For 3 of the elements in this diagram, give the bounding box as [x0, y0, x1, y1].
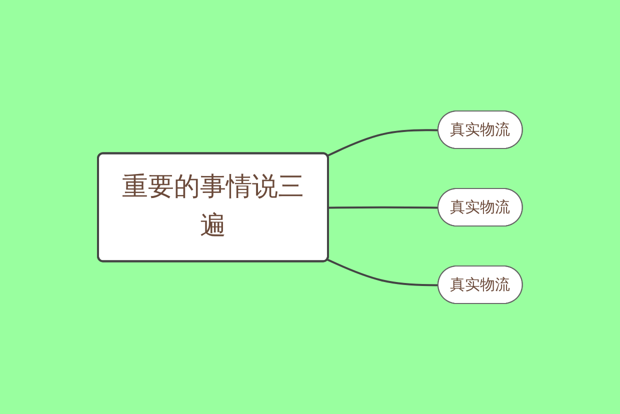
- connector: [328, 206, 438, 208]
- connector: [326, 128, 438, 156]
- connector: [326, 258, 438, 286]
